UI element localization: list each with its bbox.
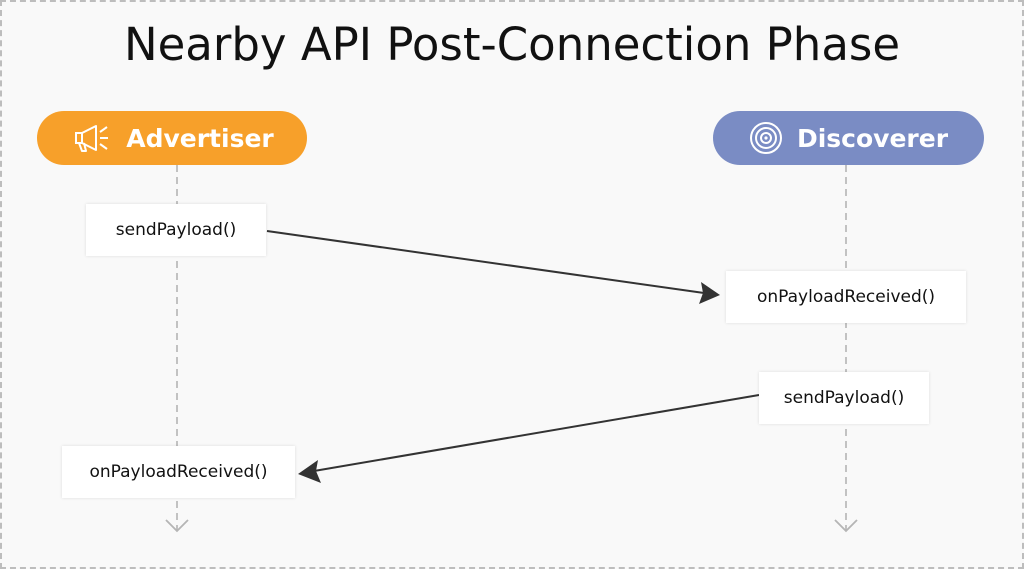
message-arrow-discoverer-to-advertiser bbox=[298, 394, 760, 483]
diagram-title: Nearby API Post-Connection Phase bbox=[123, 18, 901, 71]
message-label: sendPayload() bbox=[783, 388, 905, 408]
advertiser-label: Advertiser bbox=[126, 123, 274, 153]
discoverer-send-payload-box: sendPayload() bbox=[759, 372, 929, 424]
discoverer-lifeline-end-chevron bbox=[834, 519, 858, 533]
megaphone-icon bbox=[70, 121, 112, 155]
discoverer-label: Discoverer bbox=[796, 123, 949, 153]
advertiser-send-payload-box: sendPayload() bbox=[86, 204, 266, 256]
advertiser-on-payload-received-box: onPayloadReceived() bbox=[62, 446, 295, 498]
advertiser-actor: Advertiser bbox=[37, 111, 307, 165]
message-label: sendPayload() bbox=[115, 220, 237, 240]
message-arrow-advertiser-to-discoverer bbox=[266, 230, 720, 304]
advertiser-lifeline-end-chevron bbox=[165, 519, 189, 533]
discoverer-actor: Discoverer bbox=[713, 111, 984, 165]
message-label: onPayloadReceived() bbox=[756, 287, 936, 307]
message-label: onPayloadReceived() bbox=[89, 462, 268, 482]
radar-signal-icon bbox=[749, 121, 783, 155]
discoverer-on-payload-received-box: onPayloadReceived() bbox=[726, 271, 966, 323]
